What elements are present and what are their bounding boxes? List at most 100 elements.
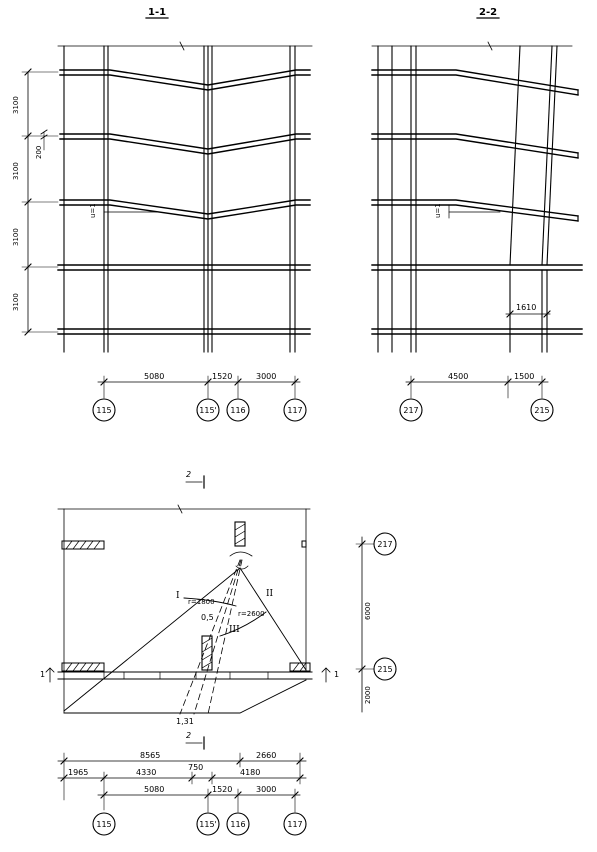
- section-1-1: 1-1 u=1: [12, 7, 313, 422]
- axis-marker-115-plan: 115: [92, 812, 116, 836]
- dim-4330: 4330: [136, 768, 156, 777]
- cut-1-arrow-right: [321, 667, 331, 683]
- cut-1-right: 1: [334, 670, 339, 679]
- axis-marker-217-plan: 217: [373, 532, 397, 556]
- slope-note: u=1: [89, 203, 97, 218]
- sector-label-I: I: [176, 591, 180, 601]
- svg-text:215: 215: [534, 406, 549, 415]
- panel-joints: [103, 671, 269, 680]
- svg-text:217: 217: [403, 406, 418, 415]
- axis-marker-115: 115: [92, 398, 116, 422]
- dim-ticks: [60, 774, 304, 782]
- dim-ticks: [506, 310, 551, 318]
- axis-marker-116: 116: [226, 398, 250, 422]
- column-center: [201, 635, 213, 671]
- slab-cantilever: [371, 199, 579, 217]
- slab-sloped: [59, 133, 311, 150]
- column-top: [234, 521, 246, 547]
- dim-1610: 1610: [516, 303, 536, 312]
- break-mark: [177, 504, 183, 514]
- column-inclined: [509, 45, 521, 266]
- cut-mark-top: 2: [186, 470, 191, 479]
- dim-5080: 5080: [144, 372, 164, 381]
- cut-1-arrow-left: [45, 667, 55, 683]
- dim-750: 750: [188, 763, 203, 772]
- slab-sloped: [59, 138, 311, 155]
- svg-text:116: 116: [230, 406, 245, 415]
- slab-cantilever: [371, 133, 579, 154]
- svg-text:215: 215: [377, 665, 392, 674]
- axis-marker-215: 215: [530, 398, 554, 422]
- slab-sloped: [59, 199, 311, 215]
- dashed-projection: [207, 559, 243, 715]
- ray-II: [239, 567, 307, 671]
- wall-bottom-right: [289, 662, 311, 672]
- floor-height-2: 3100: [12, 162, 20, 180]
- svg-text:116: 116: [230, 820, 245, 829]
- svg-text:217: 217: [377, 540, 392, 549]
- dim-ticks: [100, 378, 299, 386]
- dim-1520: 1520: [212, 372, 232, 381]
- dim-3000: 3000: [256, 372, 276, 381]
- dashed-projection: [193, 559, 242, 715]
- break-mark: [179, 41, 185, 51]
- radius-arc-2600: [219, 611, 267, 637]
- plan-view: 2 2: [40, 470, 397, 836]
- dim-6000: 6000: [364, 602, 372, 620]
- dim-4500: 4500: [448, 372, 468, 381]
- radius-arc-1800: [183, 597, 237, 607]
- svg-text:117: 117: [287, 820, 302, 829]
- dim-2000: 2000: [364, 686, 372, 704]
- offset-ticks: [40, 129, 48, 140]
- wall-bottom-left: [61, 662, 105, 672]
- dim-ticks: [358, 540, 366, 673]
- axis-marker-117-plan: 117: [283, 812, 307, 836]
- cantilever-outline: [63, 679, 307, 714]
- coef-small-label: 0,5: [201, 613, 214, 622]
- svg-text:117: 117: [287, 406, 302, 415]
- angle-arc: [229, 551, 253, 557]
- section-2-2-title: 2-2: [479, 7, 497, 18]
- dim-1965: 1965: [68, 768, 88, 777]
- wall-right-stub: [301, 540, 307, 548]
- sector-label-II: II: [266, 589, 274, 599]
- break-mark: [487, 41, 493, 51]
- section-2-2: 2-2 u=1: [371, 7, 583, 422]
- dim-ticks: [100, 791, 299, 799]
- slab-cantilever: [371, 204, 579, 222]
- floor-height-1: 3100: [12, 96, 20, 114]
- dim-ticks: [24, 68, 32, 336]
- column-inclined: [541, 45, 553, 266]
- axis-marker-217: 217: [399, 398, 423, 422]
- dim-5080: 5080: [144, 785, 164, 794]
- axis-marker-115p-plan: 115': [196, 812, 220, 836]
- radius-2600-label: r=2600: [238, 610, 265, 618]
- cut-1-left: 1: [40, 670, 45, 679]
- dim-2660: 2660: [256, 751, 276, 760]
- wall-left-upper: [61, 540, 105, 550]
- coef-big-label: 1,31: [176, 717, 194, 726]
- slope-note: u=1: [434, 203, 442, 218]
- svg-text:115': 115': [199, 406, 216, 415]
- ray-I: [63, 567, 241, 712]
- slab-cantilever: [371, 138, 579, 159]
- radius-1800-label: r=1800: [188, 598, 215, 606]
- sector-label-III: III: [229, 625, 240, 635]
- dim-ticks: [407, 378, 546, 386]
- axis-marker-116-plan: 116: [226, 812, 250, 836]
- svg-text:115': 115': [199, 820, 216, 829]
- dim-3000: 3000: [256, 785, 276, 794]
- dim-1500: 1500: [514, 372, 534, 381]
- floor-height-4: 3100: [12, 293, 20, 311]
- axis-marker-117: 117: [283, 398, 307, 422]
- dashed-projection: [179, 559, 241, 715]
- slab-cantilever: [371, 69, 579, 91]
- offset-value: 200: [35, 146, 43, 159]
- dim-1520: 1520: [212, 785, 232, 794]
- slab-sloped: [59, 69, 311, 86]
- slab-sloped: [59, 204, 311, 220]
- svg-text:115: 115: [96, 820, 111, 829]
- angle-arc-small: [235, 565, 249, 570]
- axis-marker-215-plan: 215: [373, 657, 397, 681]
